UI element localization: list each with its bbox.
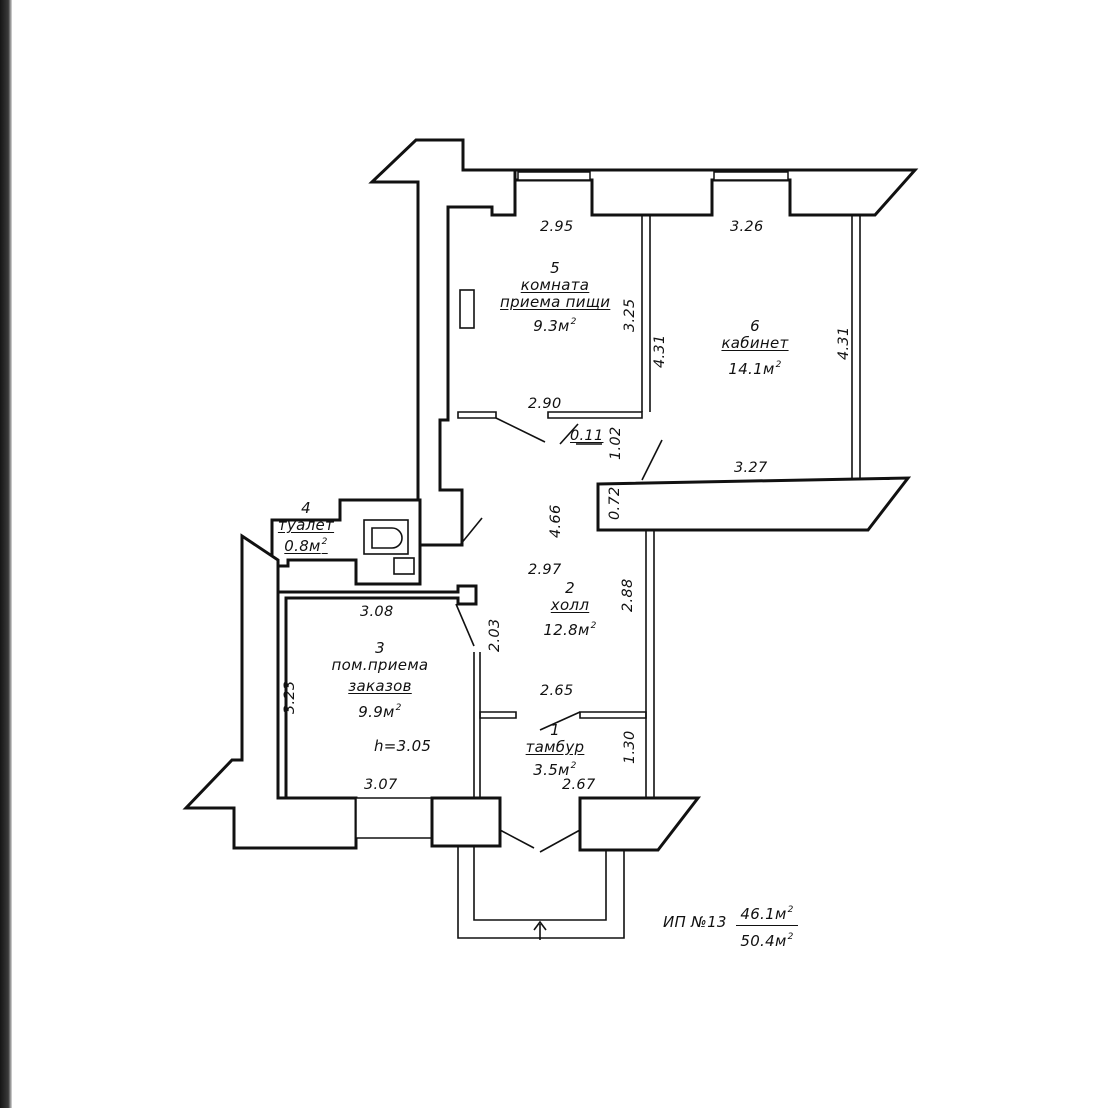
partition-vestibule-right bbox=[579, 711, 647, 719]
wall-room3-top bbox=[276, 584, 478, 800]
room5-number: 5 bbox=[550, 259, 560, 277]
dim-2-03: 2.03 bbox=[487, 618, 503, 653]
door-swing-toilet bbox=[459, 517, 483, 546]
room3-name-line2: заказов bbox=[348, 677, 412, 695]
dim-4-31-right: 4.31 bbox=[836, 326, 852, 361]
dim-2-90: 2.90 bbox=[528, 396, 562, 412]
mark-0-11 bbox=[559, 423, 579, 445]
window-top-2 bbox=[713, 171, 789, 181]
toilet-fixture bbox=[371, 527, 403, 549]
room5-name-line2: приема пищи bbox=[500, 293, 611, 311]
room2-label: 2 холл 12.8м2 bbox=[530, 580, 610, 639]
summary-label: ИП №13 bbox=[663, 913, 727, 931]
room6-area: 14.1м2 bbox=[728, 360, 782, 378]
washbasin bbox=[393, 557, 415, 575]
partition-vestibule-left bbox=[479, 711, 517, 719]
entrance-steps bbox=[457, 846, 625, 939]
window-bottom bbox=[355, 797, 433, 839]
door-swing-room6 bbox=[641, 439, 663, 481]
dim-3-23: 3.23 bbox=[282, 680, 298, 715]
room6-number: 6 bbox=[750, 317, 760, 335]
dim-4-66: 4.66 bbox=[548, 504, 564, 539]
door-swing-room5 bbox=[495, 417, 546, 443]
dim-2-95: 2.95 bbox=[540, 219, 574, 235]
room1-number: 1 bbox=[550, 721, 560, 739]
dim-0-72: 0.72 bbox=[607, 486, 623, 521]
partition-room5-bottom bbox=[547, 411, 643, 419]
dim-2-97: 2.97 bbox=[528, 562, 562, 578]
partition-room5-left bbox=[457, 411, 497, 419]
dim-2-88: 2.88 bbox=[620, 578, 636, 613]
room2-name: холл bbox=[550, 596, 590, 614]
room5-label: 5 комната приема пищи 9.3м2 bbox=[500, 260, 610, 335]
room4-name: туалет bbox=[277, 516, 335, 534]
dim-3-08: 3.08 bbox=[360, 604, 394, 620]
wall-bottom-right bbox=[578, 796, 702, 852]
room3-number: 3 bbox=[375, 639, 385, 657]
door-swing-room3 bbox=[455, 603, 475, 647]
niche-room5 bbox=[459, 289, 475, 329]
window-top-1 bbox=[517, 171, 591, 181]
dim-3-25: 3.25 bbox=[622, 298, 638, 333]
wall-toilet bbox=[270, 498, 422, 586]
summary-area-bottom: 50.4м2 bbox=[740, 932, 794, 950]
summary-area-top: 46.1м2 bbox=[740, 905, 794, 923]
entrance-door-right bbox=[539, 829, 581, 853]
room4-area: 0.8м2 bbox=[284, 537, 328, 555]
room2-area: 12.8м2 bbox=[543, 621, 597, 639]
toilet-fixture-box bbox=[363, 519, 409, 555]
wall-middle-right bbox=[596, 476, 912, 532]
wall-bottom-left bbox=[430, 796, 502, 848]
dim-1-02: 1.02 bbox=[608, 426, 624, 461]
room1-name: тамбур bbox=[525, 738, 585, 756]
dim-3-07: 3.07 bbox=[364, 777, 398, 793]
room2-number: 2 bbox=[565, 579, 575, 597]
summary-area-fraction: 46.1м2 50.4м2 bbox=[736, 902, 798, 950]
dim-2-65: 2.65 bbox=[540, 683, 574, 699]
summary-fraction-bar bbox=[736, 925, 798, 926]
entrance-arrow-icon bbox=[533, 920, 547, 940]
room3-label: 3 пом.приема заказов 9.9м2 bbox=[325, 640, 435, 721]
room5-name-line1: комната bbox=[520, 276, 590, 294]
room1-area: 3.5м2 bbox=[533, 761, 577, 779]
dim-2-67: 2.67 bbox=[562, 777, 596, 793]
entrance-steps-inner bbox=[473, 846, 607, 921]
room3-name-line1: пом.приема bbox=[331, 656, 429, 674]
room4-number: 4 bbox=[301, 499, 311, 517]
dim-3-27: 3.27 bbox=[734, 460, 768, 476]
entrance-door-left bbox=[499, 829, 535, 849]
wall-upper-left bbox=[368, 138, 517, 547]
dim-4-31-left: 4.31 bbox=[652, 334, 668, 369]
room3-area: 9.9м2 bbox=[358, 703, 402, 721]
room1-label: 1 тамбур 3.5м2 bbox=[520, 722, 590, 779]
dim-3-26: 3.26 bbox=[730, 219, 764, 235]
room5-area: 9.3м2 bbox=[533, 317, 577, 335]
door-swing-vestibule bbox=[539, 711, 581, 731]
scan-edge bbox=[0, 0, 12, 1108]
room6-label: 6 кабинет 14.1м2 bbox=[710, 318, 800, 378]
room3-height: h=3.05 bbox=[374, 737, 432, 755]
room6-name: кабинет bbox=[721, 334, 789, 352]
dim-0-11: 0.11 bbox=[570, 428, 604, 444]
room4-label: 4 туалет 0.8м2 bbox=[270, 500, 342, 555]
dim-1-30: 1.30 bbox=[622, 730, 638, 765]
